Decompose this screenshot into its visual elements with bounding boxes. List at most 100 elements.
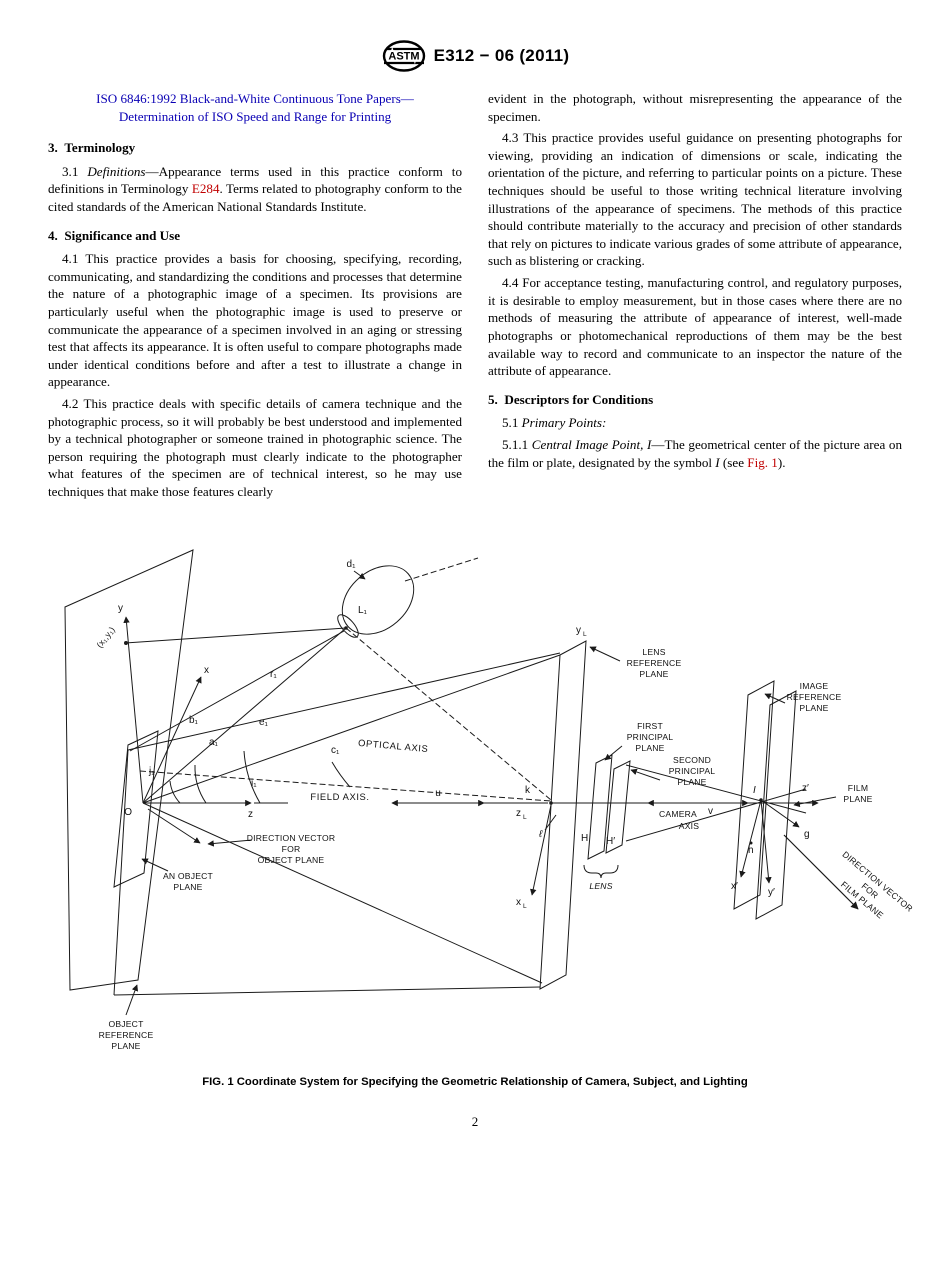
an-object-plane-line-2: PLANE (173, 882, 202, 892)
para-number: 5.1.1 (502, 436, 532, 452)
lens-label: LENS (589, 881, 612, 891)
field-axis-label: FIELD AXIS. (310, 791, 369, 802)
section-3-heading: 3. Terminology (48, 140, 136, 156)
object-ref-line-1: OBJECT (108, 1019, 144, 1029)
label-pointers (125, 646, 837, 1015)
text-run: . Terms related to photography conform t… (48, 181, 462, 214)
text-run: ). (777, 454, 786, 470)
second-principal-line-3: PLANE (677, 777, 706, 787)
image-ref-line-1: IMAGE (800, 681, 829, 691)
xL-subscript: L (523, 903, 527, 910)
text-run: —Appearance terms used in this practice … (48, 163, 462, 197)
film-plane-label: FILM PLANE (843, 783, 872, 804)
H-prime-label: H′ (606, 836, 615, 847)
a1-label: a₁ (209, 737, 219, 748)
an-object-plane-label: AN OBJECT PLANE (163, 871, 213, 892)
x-axis-label: x (204, 665, 209, 676)
H-label: H (581, 833, 588, 844)
image-reference-plane-shape (733, 679, 775, 910)
second-principal-line-2: PRINCIPAL (669, 766, 716, 776)
e1-label: e₁ (259, 717, 269, 728)
paragraph-5-1-1: 5.1.1 Central Image Point, I—The geometr… (488, 436, 902, 471)
astm-logo-text: ASTM (388, 51, 419, 63)
yL-label: y (576, 625, 581, 636)
r1-label: r₁ (270, 669, 277, 680)
standard-designation: E312 − 06 (2011) (433, 46, 570, 65)
image-side-lines (625, 764, 859, 910)
optical-axis-label: OPTICAL AXIS (358, 737, 429, 754)
u-distance-label: u (435, 788, 441, 799)
L1-label: L₁ (358, 605, 368, 616)
paragraph-4-3: 4.3 This practice provides useful guidan… (488, 130, 902, 269)
dir-obj-line-3: OBJECT PLANE (258, 855, 325, 865)
section-4-heading: 4. Significance and Use (48, 227, 181, 243)
second-principal-plane-label: SECOND PRINCIPAL PLANE (669, 755, 716, 787)
dir-obj-line-2: FOR (282, 844, 301, 854)
object-reference-plane-shape (64, 548, 194, 991)
object-reference-plane-label: OBJECT REFERENCE PLANE (99, 1019, 154, 1051)
first-principal-plane-label: FIRST PRINCIPAL PLANE (627, 721, 673, 753)
iso-reference-line-1[interactable]: ISO 6846:1992 Black-and-White Continuous… (96, 91, 414, 106)
term-central-image-point: Central Image Point, I (531, 436, 652, 452)
second-principal-line-1: SECOND (673, 755, 711, 765)
right-column: evident in the photograph, without misre… (488, 90, 902, 501)
left-column: ISO 6846:1992 Black-and-White Continuous… (48, 90, 462, 501)
yL-subscript: L (583, 631, 587, 638)
h-label: h (748, 845, 754, 856)
page-number: 2 (471, 1113, 479, 1129)
i1-label: i₁ (251, 778, 257, 789)
I-point-label: I (753, 785, 756, 796)
film-plane-line-1: FILM (848, 783, 868, 793)
para-number: 5.1 (502, 415, 522, 431)
ell-label: ℓ (538, 829, 543, 840)
astm-logo: ASTM (382, 40, 425, 72)
object-ref-line-3: PLANE (111, 1041, 140, 1051)
zL-subscript: L (523, 814, 527, 821)
v-distance-label: v (708, 806, 713, 817)
paragraph-5-1: 5.1 Primary Points: (488, 414, 902, 432)
first-principal-line-1: FIRST (637, 721, 663, 731)
lens-ref-line-1: LENS (642, 647, 665, 657)
object-ref-line-2: REFERENCE (99, 1030, 154, 1040)
term-primary-points: Primary Points: (521, 415, 607, 431)
paragraph-4-1: 4.1 This practice provides a basis for c… (48, 251, 462, 390)
image-ref-line-2: REFERENCE (787, 692, 842, 702)
k-point-label: k (525, 785, 531, 796)
lens-reference-plane-label: LENS REFERENCE PLANE (627, 647, 682, 679)
zL-label: z (516, 808, 521, 819)
image-ref-line-3: PLANE (799, 703, 828, 713)
figure-1-diagram: y x z O (x₁,y₁) d₁ L₁ r₁ e₁ c₁ a₁ b₁ i₁ … (64, 548, 915, 1051)
xL-label: x (516, 897, 521, 908)
figure-1-caption: FIG. 1 Coordinate System for Specifying … (202, 1075, 748, 1088)
lens-ref-line-3: PLANE (639, 669, 668, 679)
direction-vector-film-plane-label: DIRECTION VECTOR FOR FILM PLANE (839, 849, 915, 920)
body-columns: ISO 6846:1992 Black-and-White Continuous… (48, 90, 902, 501)
link-E284[interactable]: E284 (191, 181, 220, 197)
construction-lines (113, 616, 819, 996)
symbol-I: I (715, 454, 720, 470)
j1-label: j₁ (148, 766, 155, 777)
section-5-heading: 5. Descriptors for Conditions (488, 391, 654, 407)
object-point-label: (x₁,y₁) (94, 624, 117, 649)
camera-axis-line-2: AXIS (679, 821, 699, 831)
b1-label: b₁ (189, 715, 199, 726)
film-plane-line-2: PLANE (843, 794, 872, 804)
figure-1: y x z O (x₁,y₁) d₁ L₁ r₁ e₁ c₁ a₁ b₁ i₁ … (48, 543, 915, 1088)
iso-reference-link[interactable]: ISO 6846:1992 Black-and-White Continuous… (48, 90, 462, 126)
diagram-planes (64, 548, 797, 991)
link-fig-1[interactable]: Fig. 1 (747, 454, 778, 470)
iso-reference-line-2[interactable]: Determination of ISO Speed and Range for… (118, 109, 392, 125)
origin-label: O (124, 807, 132, 818)
film-plane-shape (755, 689, 797, 920)
paragraph-3-1: 3.1 Definitions—Appearance terms used in… (48, 163, 462, 216)
g-label: g (804, 829, 810, 840)
para-number: 3.1 (62, 163, 88, 179)
page-header: ASTM E312 − 06 (2011) (48, 38, 902, 74)
camera-axis-line-1: CAMERA (659, 809, 697, 819)
z-prime-label: z′ (802, 783, 809, 794)
paragraph-4-4: 4.4 For acceptance testing, manufacturin… (488, 275, 902, 379)
dir-film-line-1: DIRECTION VECTOR (841, 849, 915, 914)
camera-axis-label: CAMERA AXIS (659, 809, 699, 831)
paragraph-4-2-continued: evident in the photograph, without misre… (488, 91, 902, 124)
